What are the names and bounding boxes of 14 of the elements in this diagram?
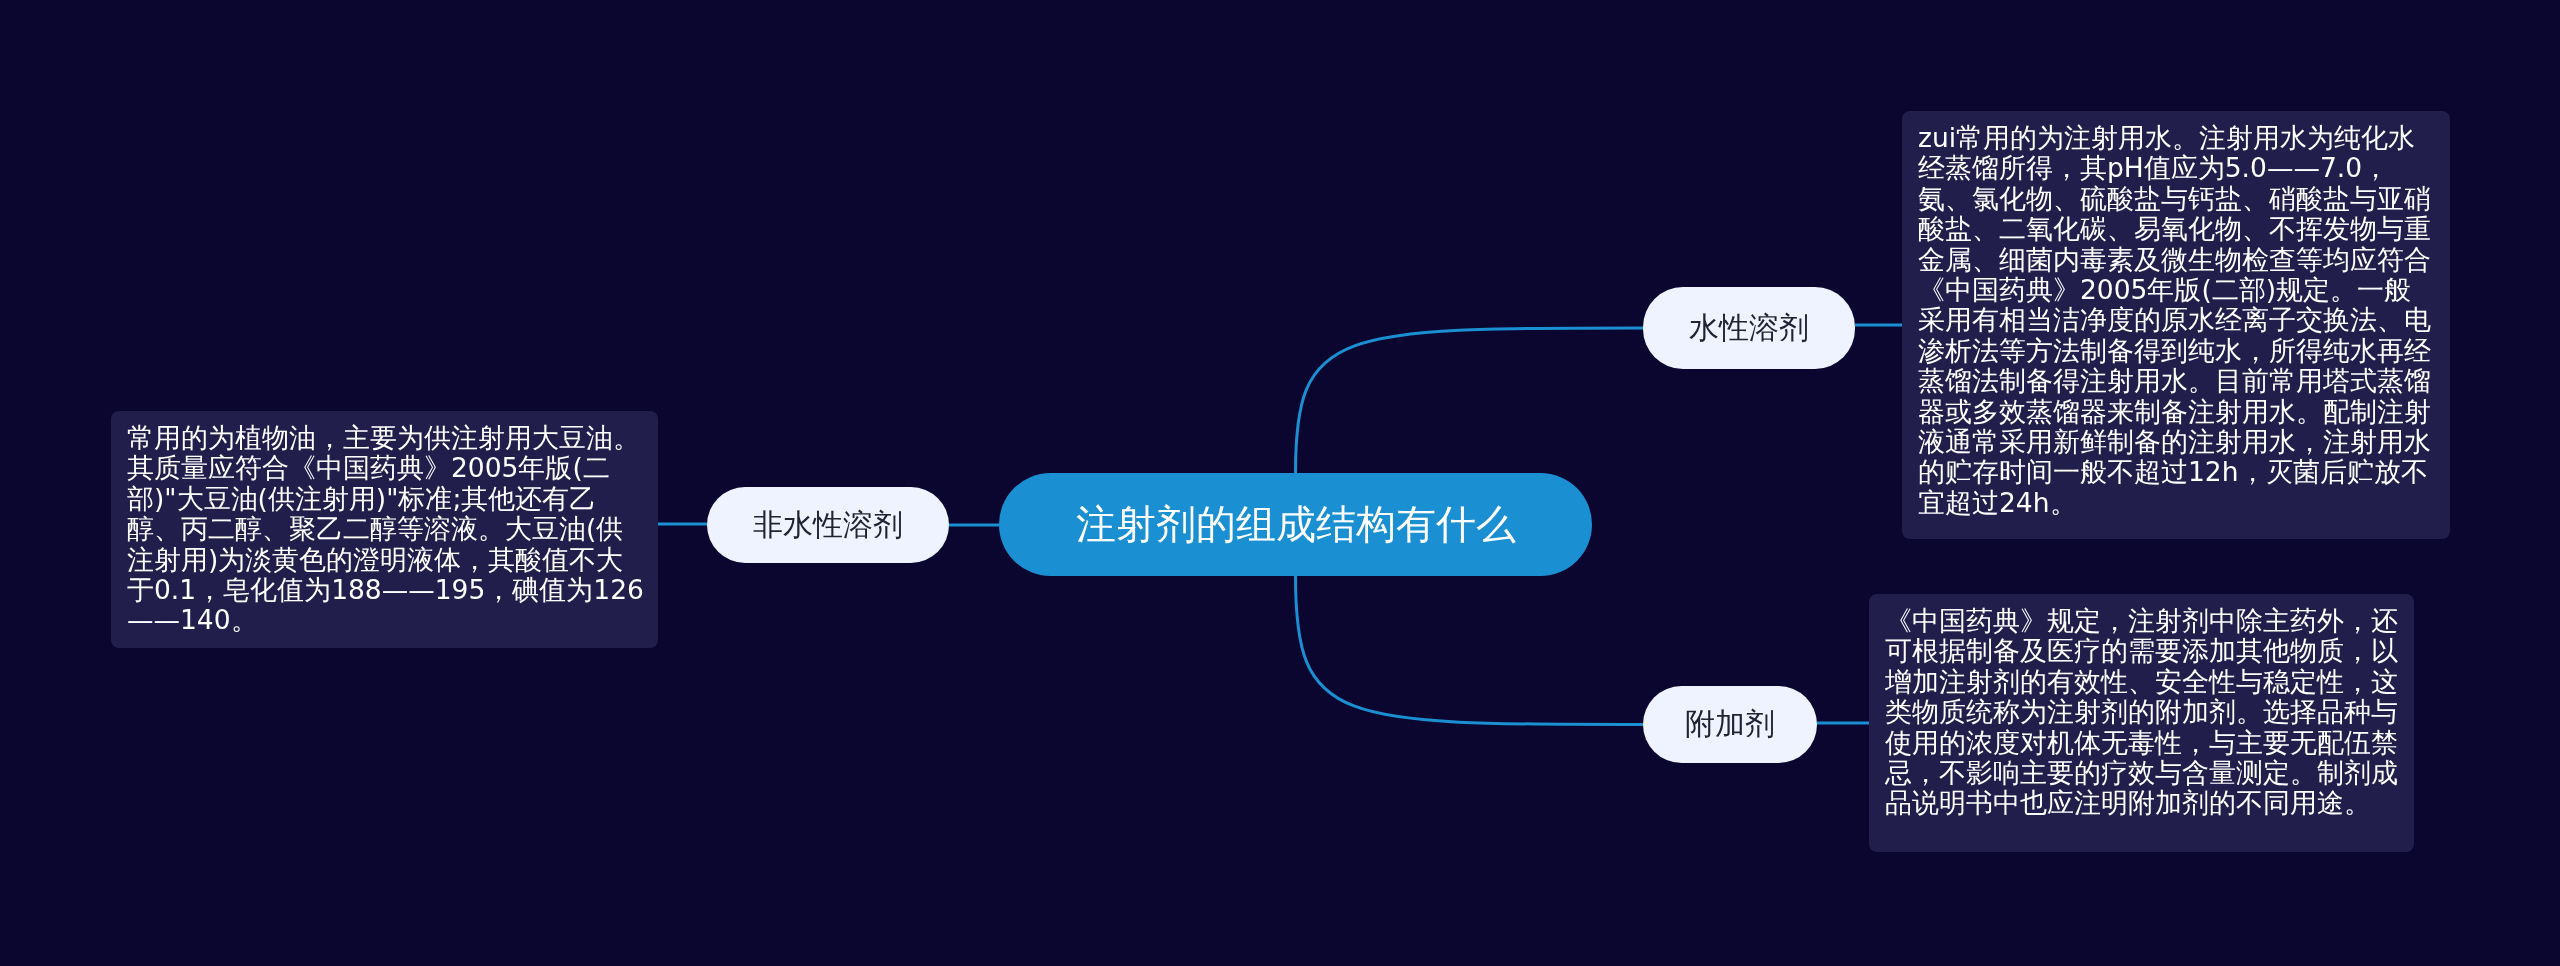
topic-text: 注射剂的组成结构有什么 xyxy=(1075,500,1516,549)
connector-line xyxy=(1817,721,1869,725)
connector-line xyxy=(1294,326,1643,474)
note-text: 常用的为植物油，主要为供注射用大豆油。其质量应符合《中国药典》2005年版(二部)"大豆油(供注射用)"标准;其他还有乙醇、丙二醇、聚乙二醇等溶液。大豆油(供注射用)为淡黄色的澄明液体，其酸值不大于0.1，皂化值为188——195，碘值为126——140。 xyxy=(127,423,645,636)
note-card xyxy=(1869,594,2414,852)
connector-line xyxy=(1294,575,1643,726)
note-text: 《中国药典》规定，注射剂中除主药外，还可根据制备及医疗的需要添加其他物质，以增加注射剂的有效性、安全性与稳定性，这类物质统称为注射剂的附加剂。选择品种与使用的浓度对机体无毒性，与主要无配伍禁忌，不影响主要的疗效与含量测定。制剂成品说明书中也应注明附加剂的不同用途。 xyxy=(1885,606,2399,819)
topic-text: 非水性溶剂 xyxy=(753,505,903,544)
note-text: zui常用的为注射用水。注射用水为纯化水经蒸馏所得，其pH值应为5.0——7.0，氨、氯化物、硫酸盐与钙盐、硝酸盐与亚硝酸盐、二氧化碳、易氧化物、不挥发物与重金属、细菌内毒素及微生物检查等均应符合《中国药典》2005年版(二部)规定。一般采用有相当洁净度的原水经离子交换法、电渗析法等方法制备得到纯水，所得纯水再经蒸馏法制备得注射用水。目前常用塔式蒸馏器或多效蒸馏器来制备注射用水。配制注射液通常采用新鲜制备的注射用水，注射用水的贮存时间一般不超过12h，灭菌后贮放不宜超过24h。 xyxy=(1918,123,2432,519)
topic-text: 附加剂 xyxy=(1685,705,1775,743)
topic-text: 水性溶剂 xyxy=(1689,308,1809,347)
connector-line xyxy=(949,523,999,527)
connector-line xyxy=(658,522,707,526)
connector-line xyxy=(1855,323,1902,327)
